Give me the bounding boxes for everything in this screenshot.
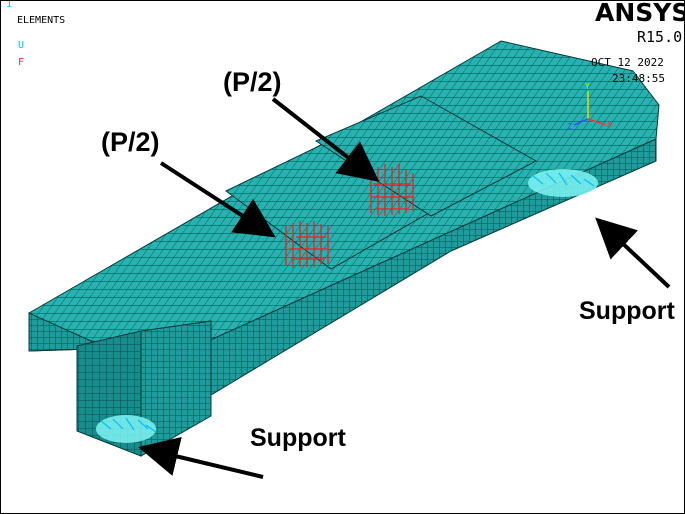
axis-triad-icon: Y X Z bbox=[567, 82, 612, 131]
plot-time: 23:48:55 bbox=[612, 72, 665, 85]
loading-plate-strip-right bbox=[314, 95, 538, 217]
load-label-right: (P/2) bbox=[223, 67, 282, 97]
svg-text:Y: Y bbox=[585, 82, 590, 91]
plot-date: OCT 12 2022 bbox=[591, 56, 664, 69]
legend-f-symbol: F bbox=[18, 57, 25, 68]
support-bottom-arrow bbox=[138, 436, 264, 479]
support-label-bottom: Support bbox=[250, 424, 346, 452]
legend-u-symbol: U bbox=[18, 40, 25, 51]
beam-web-side-face bbox=[140, 320, 212, 457]
load-left-arrow bbox=[159, 161, 276, 238]
plot-title: ELEMENTS bbox=[17, 15, 66, 26]
svg-text:Z: Z bbox=[567, 122, 572, 131]
load-right-arrow bbox=[271, 97, 380, 182]
force-symbol-icon bbox=[285, 221, 329, 268]
svg-text:X: X bbox=[607, 120, 612, 129]
viewport-index: 1 bbox=[6, 0, 13, 10]
support-label-right: Support bbox=[579, 297, 675, 325]
load-label-left: (P/2) bbox=[101, 127, 160, 157]
displacement-constraint-icon bbox=[528, 169, 598, 197]
displacement-constraint-icon bbox=[96, 415, 157, 443]
release-version: R15.0 bbox=[637, 28, 683, 46]
force-symbol-icon bbox=[370, 164, 414, 216]
product-logo: ANSYS bbox=[595, 0, 685, 27]
support-right-arrow bbox=[595, 217, 671, 289]
